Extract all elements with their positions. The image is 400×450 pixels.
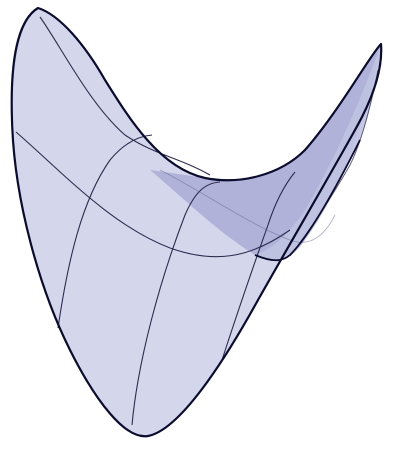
saddle-fold-edge: [254, 139, 361, 262]
grid-line-v-2: [131, 181, 221, 426]
grid-line-u-2: [39, 16, 211, 176]
grid-line-v-3: [221, 171, 296, 361]
grid-line-v-1: [57, 134, 153, 329]
saddle-surface-edge: [10, 6, 383, 438]
saddle-surface-front: [11, 8, 382, 437]
grid-line-u-1: [15, 131, 291, 258]
grid-line-hidden: [159, 169, 336, 243]
